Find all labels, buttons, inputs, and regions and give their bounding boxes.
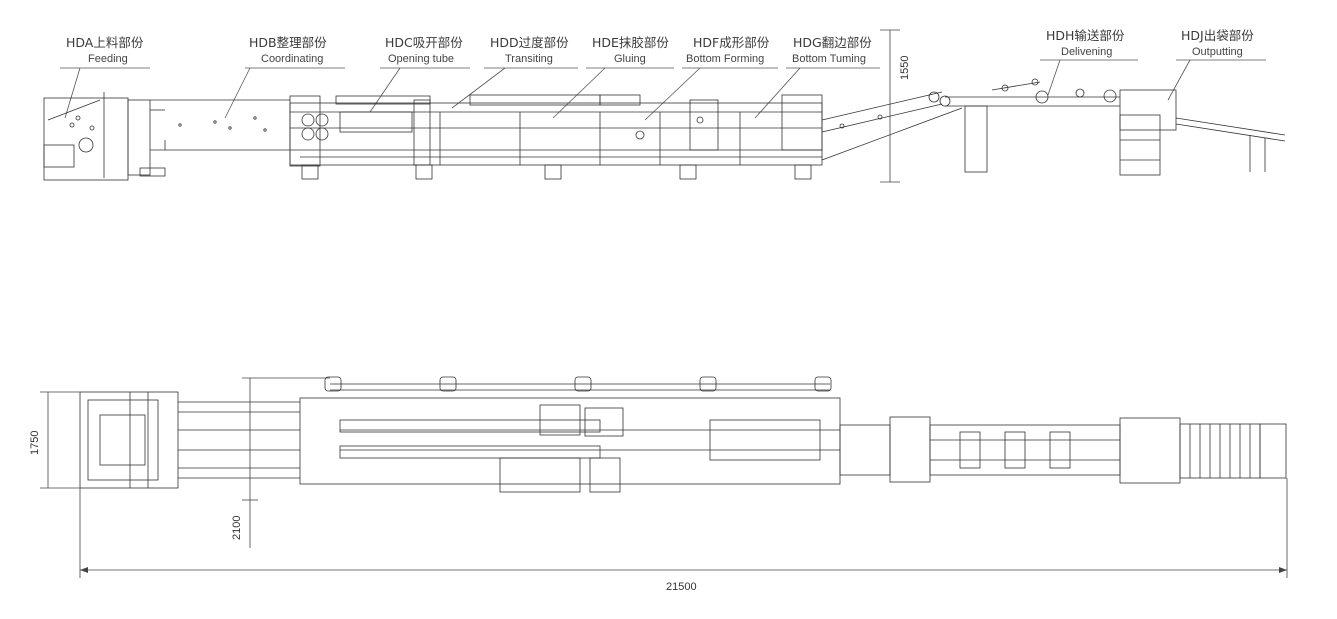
label-hdf-cn: HDF成形部份: [693, 35, 770, 50]
label-hda: HDA上料部份 Feeding: [60, 35, 150, 119]
label-hde-en: Gluing: [614, 53, 646, 65]
label-hdh-en: Delivening: [1061, 46, 1112, 58]
label-hde-cn: HDE抹胶部份: [592, 35, 669, 50]
label-hdj-en: Outputting: [1192, 46, 1243, 58]
section-labels: HDA上料部份 Feeding HDB整理部份 Coordinating HDC…: [60, 28, 1266, 121]
label-hdb: HDB整理部份 Coordinating: [224, 35, 345, 119]
label-hdj: HDJ出袋部份 Outputting: [1167, 28, 1266, 101]
label-hdd-en: Transiting: [505, 53, 553, 65]
label-hdh-cn: HDH输送部份: [1046, 28, 1125, 43]
feeder-unit-side: [43, 92, 166, 181]
plan-view: [40, 376, 1288, 578]
label-hda-en: Feeding: [88, 53, 128, 65]
plan-width-dimension-left: [40, 391, 80, 489]
coordinating-rails-plan: [178, 401, 300, 479]
label-hdg-en: Bottom Tuming: [792, 53, 866, 65]
label-hdh: HDH输送部份 Delivening: [1040, 28, 1138, 96]
label-hdb-cn: HDB整理部份: [249, 35, 327, 50]
label-hdg: HDG翻边部份 Bottom Tuming: [754, 35, 880, 119]
dim-plan-width-right: 2100: [231, 516, 243, 540]
dim-plan-width-left: 1750: [29, 431, 41, 455]
coordinating-unit-side: [150, 99, 290, 151]
delivery-unit-plan: [839, 416, 1121, 483]
output-unit-plan: [1119, 417, 1287, 484]
total-length-dimension: [79, 478, 1288, 578]
label-hda-cn: HDA上料部份: [66, 35, 144, 50]
plan-width-dimension-right: [242, 377, 330, 548]
label-hdf-en: Bottom Forming: [686, 53, 764, 65]
delivery-unit-side: [945, 78, 1120, 173]
main-frame-plan: [299, 376, 841, 493]
feeder-unit-plan: [79, 391, 179, 489]
inclined-conveyor-side: [821, 91, 963, 161]
side-height-dimension: [880, 29, 900, 183]
main-frame-side: [289, 94, 823, 180]
dim-side-height: 1550: [899, 56, 911, 80]
output-unit-side: [1119, 89, 1286, 176]
dim-total-length: 21500: [666, 581, 697, 593]
label-hdc-cn: HDC吸开部份: [385, 35, 463, 50]
label-hdd: HDD过度部份 Transiting: [451, 35, 578, 109]
side-elevation-view: [43, 29, 1286, 183]
label-hde: HDE抹胶部份 Gluing: [552, 35, 674, 119]
label-hdj-cn: HDJ出袋部份: [1181, 28, 1254, 43]
label-hdf: HDF成形部份 Bottom Forming: [644, 35, 778, 121]
label-hdc: HDC吸开部份 Opening tube: [369, 35, 470, 113]
label-hdc-en: Opening tube: [388, 53, 454, 65]
label-hdd-cn: HDD过度部份: [490, 35, 569, 50]
label-hdb-en: Coordinating: [261, 53, 323, 65]
label-hdg-cn: HDG翻边部份: [793, 35, 872, 50]
